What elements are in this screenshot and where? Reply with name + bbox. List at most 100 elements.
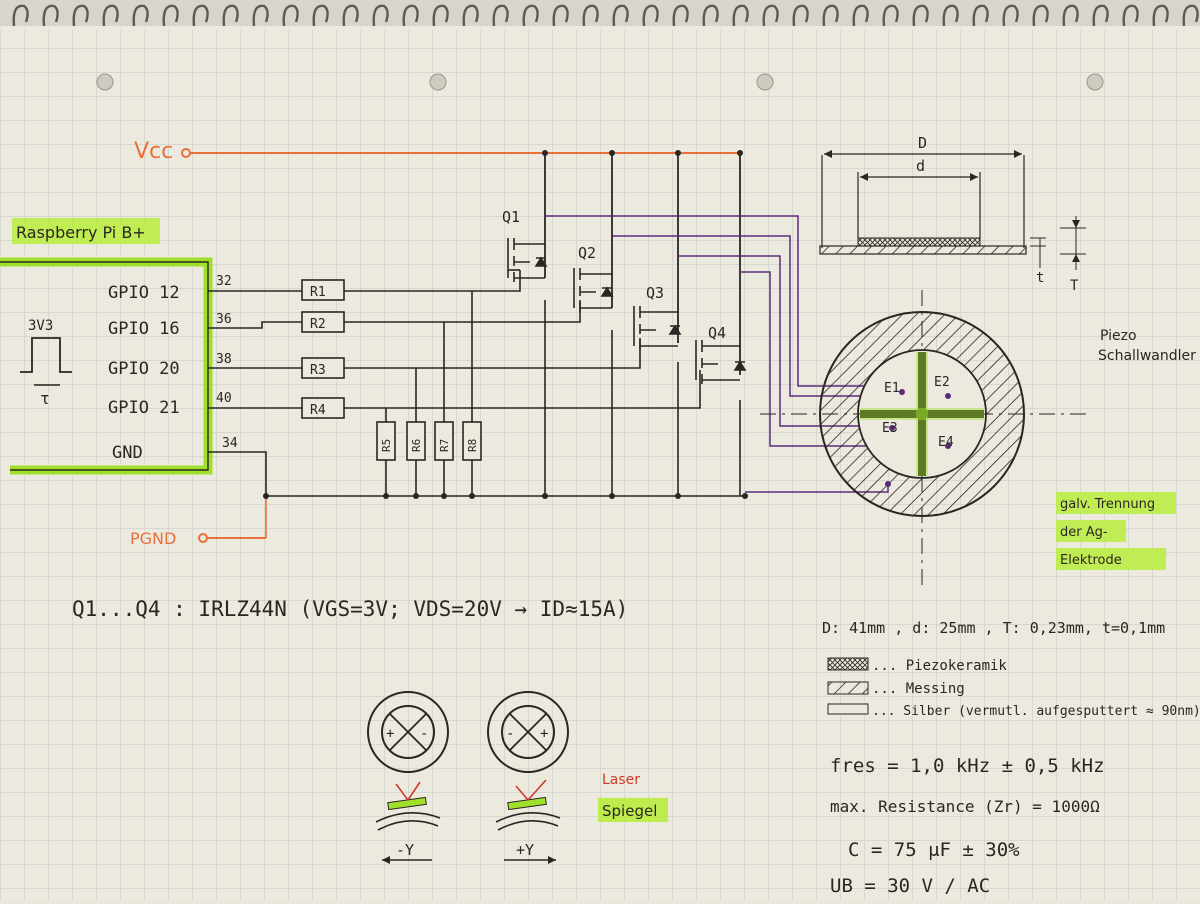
spiral-ring (462, 4, 479, 27)
pin-36: 36 (216, 312, 232, 327)
laser-label: Laser (602, 772, 640, 788)
spiral-ring (252, 4, 269, 27)
isolation-note: galv. Trennung der Ag- Elektrode (1056, 492, 1176, 570)
spiral-ring (192, 4, 209, 27)
mosfet-q1 (507, 238, 548, 282)
resistor-r3: R3 (310, 363, 326, 378)
resistor-r7: R7 (438, 439, 451, 452)
formula-resistance: max. Resistance (Zr) = 1000Ω (830, 797, 1100, 816)
spiral-ring (1032, 4, 1049, 27)
ground-node (441, 493, 447, 499)
ground-node (675, 493, 681, 499)
spiral-ring (552, 4, 569, 27)
mosfet-q2 (573, 268, 614, 312)
mirror-sketch-right: - + +Y (487, 691, 569, 864)
spiral-ring (222, 4, 239, 27)
spiral-ring (942, 4, 959, 27)
mosfet-q3 (633, 306, 682, 350)
resistor-r6: R6 (410, 439, 423, 452)
electrode-e3: E3 (882, 421, 898, 436)
gpio-12-label: GPIO 12 (108, 283, 180, 303)
ground-node (542, 493, 548, 499)
mirror-left-minus: - (420, 726, 428, 742)
mirror-sketch-left: + - -Y (367, 691, 449, 864)
spiral-ring (732, 4, 749, 27)
resistor-r2: R2 (310, 317, 326, 332)
spiral-ring (852, 4, 869, 27)
mosfet-q4 (695, 340, 747, 384)
spiral-ring (672, 4, 689, 27)
resistor-r4: R4 (310, 403, 326, 418)
spiral-ring (912, 4, 929, 27)
q4-label: Q4 (708, 324, 726, 342)
formula-fres: fres = 1,0 kHz ± 0,5 kHz (830, 755, 1105, 777)
pin-38: 38 (216, 352, 232, 367)
spiral-ring (582, 4, 599, 27)
spiral-ring (642, 4, 659, 27)
legend-piezokeramik: ... Piezokeramik (872, 658, 1007, 674)
spiral-ring (372, 4, 389, 27)
ground-node (469, 493, 475, 499)
electrode-e4: E4 (938, 435, 954, 450)
spiral-ring (1182, 4, 1199, 27)
gpio-20-label: GPIO 20 (108, 359, 180, 379)
q1-label: Q1 (502, 208, 520, 226)
gpio-16-label: GPIO 16 (108, 319, 180, 339)
spiral-ring (342, 4, 359, 27)
spiral-ring (972, 4, 989, 27)
gate-resistors: R1 R2 R3 R4 (301, 279, 345, 419)
spiral-ring (402, 4, 419, 27)
spiral-ring (1122, 4, 1139, 27)
spiral-ring (162, 4, 179, 27)
pin-34: 34 (222, 436, 238, 451)
dim-d: d (916, 157, 925, 175)
piezo-top-view: E1 E2 E3 E4 Piezo Schallwandler (760, 290, 1196, 590)
pulldown-resistors: R5 R6 R7 R8 (376, 421, 482, 461)
spiral-ring (132, 4, 149, 27)
part-note: Q1...Q4 : IRLZ44N (VGS=3V; VDS=20V → ID≈… (72, 597, 628, 621)
isolation-note-1: galv. Trennung (1060, 497, 1155, 512)
spiral-ring (522, 4, 539, 27)
spiral-ring (1092, 4, 1109, 27)
spiral-ring (612, 4, 629, 27)
isolation-note-2: der Ag- (1060, 525, 1108, 540)
pin-32: 32 (216, 274, 232, 289)
spiral-ring (1002, 4, 1019, 27)
spiral-ring (702, 4, 719, 27)
vcc-label: Vcc (134, 139, 173, 164)
piezo-title-2: Schallwandler (1098, 348, 1196, 364)
material-legend: ... Piezokeramik ... Messing ... Silber … (827, 657, 1200, 719)
dims-note: D: 41mm , d: 25mm , T: 0,23mm, t=0,1mm (822, 619, 1165, 637)
spiral-ring (792, 4, 809, 27)
isolation-note-3: Elektrode (1060, 553, 1122, 568)
spiral-ring (102, 4, 119, 27)
ground-node (413, 493, 419, 499)
dim-D: D (918, 134, 927, 152)
spiral-ring (762, 4, 779, 27)
resistor-r8: R8 (466, 439, 479, 452)
mirror-right-minus: - (506, 726, 514, 742)
spiral-ring (12, 4, 29, 27)
gnd-label: GND (112, 443, 143, 463)
ground-nodes (263, 493, 748, 499)
resistor-r5: R5 (380, 439, 393, 452)
ground-node (609, 493, 615, 499)
gpio-21-label: GPIO 21 (108, 398, 180, 418)
pgnd-label: PGND (130, 529, 176, 548)
board-title: Raspberry Pi B+ (16, 223, 146, 242)
vcc-rail: Vcc (134, 139, 743, 375)
resistor-r1: R1 (310, 285, 326, 300)
spiral-ring (1152, 4, 1169, 27)
spiral-ring (42, 4, 59, 27)
piezo-cross-section: D d t T (819, 134, 1086, 294)
spiral-ring (882, 4, 899, 27)
spiral-ring (432, 4, 449, 27)
legend-messing: ... Messing (872, 681, 965, 697)
q2-label: Q2 (578, 244, 596, 262)
electrode-e1: E1 (884, 381, 900, 396)
formula-capacitance: C = 75 μF ± 30% (848, 839, 1020, 861)
mirror-left-plus: + (386, 726, 394, 742)
legend-silber: ... Silber (vermutl. aufgesputtert ≈ 90n… (872, 704, 1200, 719)
